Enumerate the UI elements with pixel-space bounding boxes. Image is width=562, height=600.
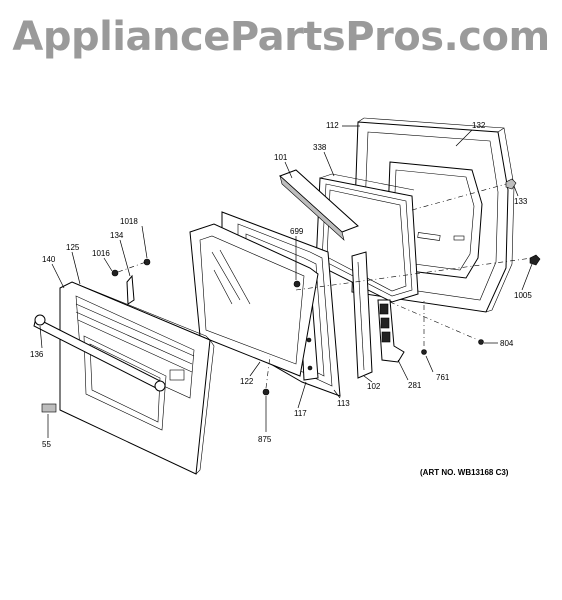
screw-761 <box>421 349 427 355</box>
callout-761: 761 <box>436 373 450 382</box>
glass-support <box>351 251 373 379</box>
watermark-text: AppliancePartsPros.com <box>12 14 550 60</box>
screw-875 <box>262 388 270 396</box>
callout-1016: 1016 <box>92 249 110 258</box>
assembly-lines <box>117 183 533 389</box>
callout-875: 875 <box>258 435 272 444</box>
screw-804 <box>478 339 484 345</box>
vent-channel <box>279 169 359 241</box>
badge-55 <box>41 403 57 413</box>
callout-55: 55 <box>42 440 51 449</box>
clip-699 <box>293 280 301 288</box>
outer-door-panel <box>59 281 215 475</box>
callout-132: 132 <box>472 121 486 130</box>
hardware-parts <box>41 178 541 413</box>
art-number-label: (ART NO. WB13168 C3) <box>420 468 509 477</box>
screw-1016 <box>111 269 119 277</box>
callout-136: 136 <box>30 350 44 359</box>
callout-122: 122 <box>240 377 254 386</box>
callout-133: 133 <box>514 197 528 206</box>
callout-101: 101 <box>274 153 288 162</box>
callout-1018: 1018 <box>120 217 138 226</box>
screw-1018 <box>143 258 151 266</box>
callout-125: 125 <box>66 243 80 252</box>
leader-lines <box>39 125 533 438</box>
callout-113: 113 <box>337 399 350 408</box>
latch-134 <box>126 274 135 305</box>
callout-102: 102 <box>367 382 381 391</box>
callout-140: 140 <box>42 255 56 264</box>
door-hinge <box>377 299 405 363</box>
callout-281: 281 <box>408 381 422 390</box>
callout-338: 338 <box>313 143 327 152</box>
bumper-1005 <box>529 254 541 266</box>
callout-134: 134 <box>110 231 124 240</box>
callout-labels: 112 132 338 101 133 1018 699 134 1016 12… <box>30 121 532 449</box>
door-gasket <box>315 173 419 303</box>
callout-699: 699 <box>290 227 304 236</box>
callout-112: 112 <box>326 121 339 130</box>
callout-804: 804 <box>500 339 514 348</box>
callout-117: 117 <box>294 409 307 418</box>
door-handle <box>33 314 166 392</box>
callout-1005: 1005 <box>514 291 532 300</box>
